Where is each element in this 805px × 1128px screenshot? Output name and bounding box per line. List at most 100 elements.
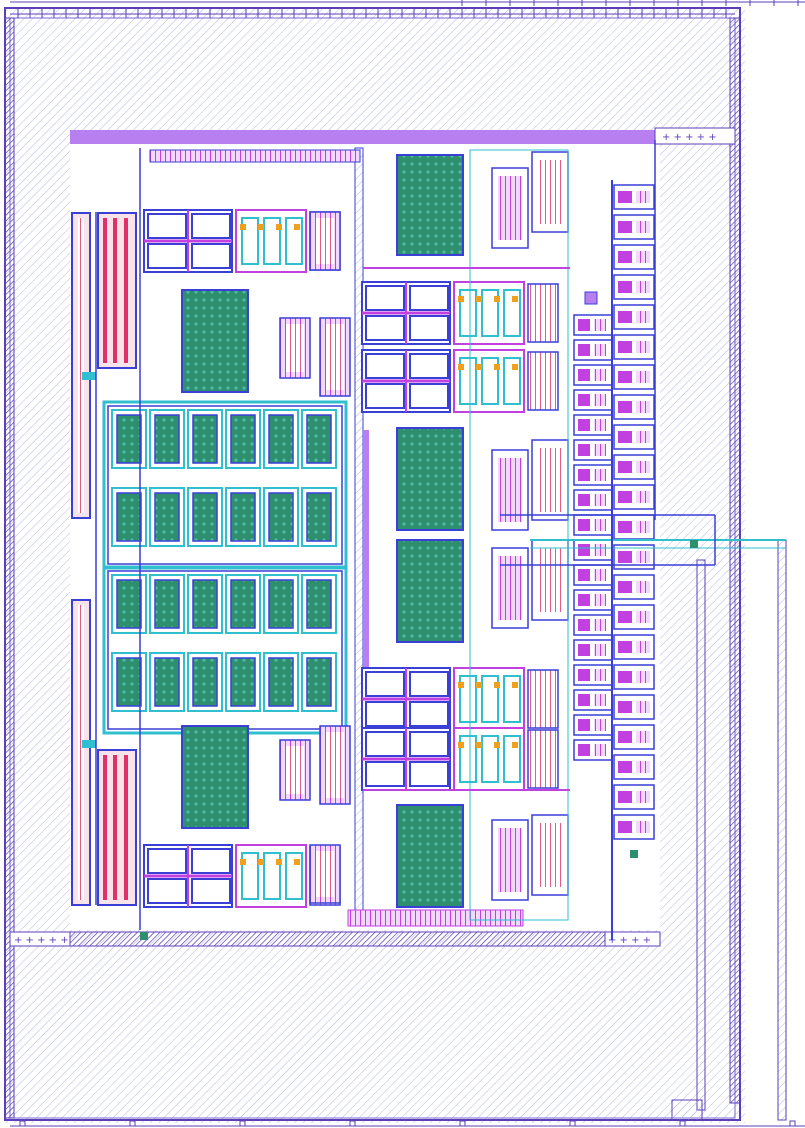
- array-cell-fill: [578, 394, 590, 406]
- array-cell-fill: [636, 611, 650, 623]
- pin-tick: [789, 1120, 796, 1127]
- cap-cell-ring: [149, 574, 185, 634]
- array-cell-fill: [636, 521, 650, 533]
- pin-tick: [239, 1120, 246, 1127]
- array-cell-fill: [636, 491, 650, 503]
- array-cell-fill: [636, 251, 650, 263]
- cap-cell-ring: [263, 574, 299, 634]
- cap-cell-ring: [301, 652, 337, 712]
- array-cell-fill: [618, 791, 632, 803]
- array-cell-fill: [636, 551, 650, 563]
- routing: [95, 140, 785, 940]
- array-cell-fill: [578, 444, 590, 456]
- cap-cell-ring: [111, 487, 147, 547]
- cap-cell-ring: [187, 652, 223, 712]
- array-cell-fill: [636, 401, 650, 413]
- cap-array-lower: [102, 565, 348, 735]
- array-cell-fill: [618, 551, 632, 563]
- right-array-column: [573, 184, 655, 840]
- top-rail-pad: [654, 127, 736, 145]
- logic-cell: [361, 727, 559, 791]
- bottom-rail-pad-left-marks: + + + + +: [14, 935, 69, 946]
- cap-cell: [230, 657, 256, 707]
- array-cell-fill: [618, 761, 632, 773]
- array-cell-fill: [636, 191, 650, 203]
- cap-cell: [306, 492, 332, 542]
- array-cell-fill: [594, 494, 606, 506]
- top-pin-rail: [10, 0, 805, 18]
- cap-cell-ring: [225, 574, 261, 634]
- top-rail-pad-marks: + + + + +: [662, 132, 717, 143]
- array-cell-fill: [578, 744, 590, 756]
- array-cell-fill: [636, 701, 650, 713]
- cap-cell-ring: [149, 487, 185, 547]
- array-cell-fill: [618, 341, 632, 353]
- bottom-rail-pad-left: [9, 931, 71, 947]
- array-cell-fill: [618, 191, 632, 203]
- cap-cell: [116, 492, 142, 542]
- array-cell-fill: [594, 594, 606, 606]
- cap-cell-ring: [111, 574, 147, 634]
- cap-cell-ring: [301, 574, 337, 634]
- stack-block: [531, 151, 569, 233]
- cap-cell-ring: [263, 487, 299, 547]
- pin-tick: [569, 1120, 576, 1127]
- cap-cell-ring: [225, 409, 261, 469]
- array-cell-fill: [594, 319, 606, 331]
- array-cell-fill: [594, 419, 606, 431]
- nwell-blocks: [181, 154, 464, 908]
- array-cell-fill: [578, 719, 590, 731]
- cap-cell: [268, 414, 294, 464]
- array-cell-fill: [636, 311, 650, 323]
- cap-cell-ring: [187, 487, 223, 547]
- array-cell-fill: [618, 221, 632, 233]
- bottom-rail-pad-right: [604, 931, 661, 947]
- array-cell-fill: [594, 744, 606, 756]
- transistor-stack: [319, 317, 351, 397]
- cap-guard-ring-inner: [107, 405, 343, 565]
- stack-block: [491, 167, 529, 249]
- array-cell-fill: [578, 569, 590, 581]
- array-cell-fill: [636, 281, 650, 293]
- array-cell-fill: [636, 431, 650, 443]
- stack-block: [491, 819, 529, 901]
- stack-block: [531, 814, 569, 896]
- array-cell-fill: [594, 669, 606, 681]
- array-cell-fill: [618, 371, 632, 383]
- cap-cell: [306, 579, 332, 629]
- outer-boundary: [4, 7, 787, 1121]
- array-cell-fill: [594, 569, 606, 581]
- logic-cell: [361, 667, 559, 731]
- array-cell-fill: [636, 641, 650, 653]
- cap-cell: [192, 414, 218, 464]
- array-cell-fill: [578, 494, 590, 506]
- pin-tick: [19, 1120, 26, 1127]
- array-cell-fill: [578, 544, 590, 556]
- transistor-stack: [319, 725, 351, 805]
- logic-cell: [361, 349, 559, 413]
- array-cell-fill: [618, 311, 632, 323]
- array-cell-fill: [578, 469, 590, 481]
- cap-cell-ring: [301, 487, 337, 547]
- cap-cell: [230, 492, 256, 542]
- array-cell-fill: [578, 519, 590, 531]
- transistor-stack: [279, 739, 311, 801]
- cap-cell: [116, 657, 142, 707]
- array-cell-fill: [578, 644, 590, 656]
- array-cell-fill: [636, 461, 650, 473]
- array-cell-fill: [618, 581, 632, 593]
- array-cell-fill: [618, 731, 632, 743]
- logic-cell-clusters: [143, 209, 559, 908]
- stack-block: [491, 449, 529, 531]
- array-cell-fill: [618, 431, 632, 443]
- array-cell-fill: [594, 444, 606, 456]
- cap-cell-ring: [111, 652, 147, 712]
- cap-cell-ring: [187, 409, 223, 469]
- cap-cell: [116, 414, 142, 464]
- array-cell-fill: [618, 701, 632, 713]
- cap-cell: [192, 657, 218, 707]
- cap-cell: [154, 492, 180, 542]
- cap-cell: [154, 414, 180, 464]
- array-cell-fill: [636, 791, 650, 803]
